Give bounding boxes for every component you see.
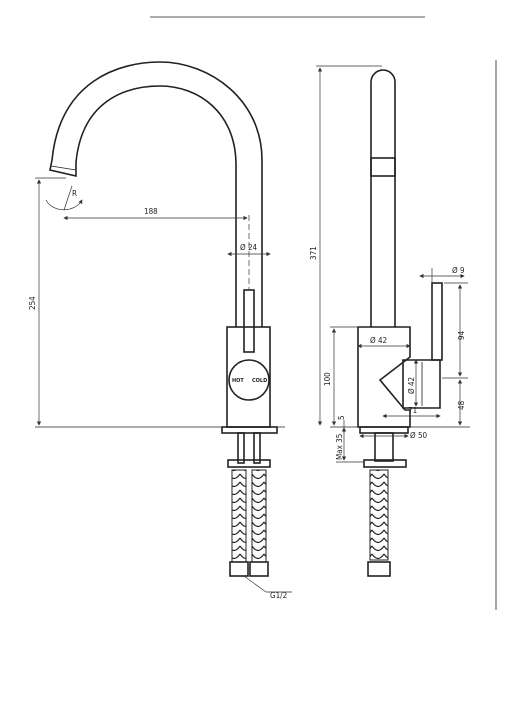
front-view: HOT COLD R 188 Ø 24 254 G1/2	[28, 61, 292, 600]
front-hose-left	[231, 469, 247, 563]
handle-base-text: 48	[457, 400, 466, 410]
side-aerator-band	[370, 157, 396, 177]
side-base-plate	[359, 426, 409, 434]
cold-label: COLD	[252, 378, 267, 384]
connection-text: G1/2	[270, 591, 287, 600]
deck-small-text: 5	[337, 415, 346, 420]
side-column	[370, 69, 396, 327]
front-body	[226, 326, 271, 428]
side-hose	[369, 469, 389, 561]
side-mount-washer	[363, 459, 407, 468]
reach-dimension-text: 188	[144, 207, 158, 216]
front-height-text: 254	[28, 296, 37, 310]
front-nozzle-band	[50, 165, 77, 171]
side-handle-cartridge	[402, 359, 441, 409]
side-mount-stud	[374, 432, 394, 462]
front-hose-right	[251, 469, 267, 563]
front-mount-stud-right	[253, 432, 261, 464]
handle-height-text: 94	[457, 330, 466, 340]
rotation-arrow	[45, 199, 83, 211]
body-diameter-side-text: Ø 42	[406, 377, 416, 394]
deck-thickness-text: Max 35	[335, 434, 344, 460]
body-height-text: 100	[323, 372, 332, 386]
side-view: 371 100 Ø 9 94 48 Ø 42 Ø 42 71 Ø 50 5	[309, 65, 470, 577]
front-cartridge-circle	[228, 359, 270, 401]
side-hose-nut	[367, 561, 391, 577]
front-mount-washer	[227, 459, 271, 468]
front-spout-inner	[75, 85, 237, 327]
front-spout-outer	[51, 61, 263, 327]
body-diameter-top-text: Ø 42	[370, 335, 387, 345]
handle-offset-text: 71	[408, 406, 417, 415]
side-height-text: 371	[309, 246, 318, 260]
side-handle-lever	[431, 282, 443, 361]
connection-leader	[243, 575, 267, 593]
front-mount-stud-left	[237, 432, 245, 464]
rotation-label: R	[72, 189, 77, 198]
handle-diameter-text: Ø 9	[452, 265, 465, 275]
rotation-leader	[63, 185, 73, 211]
front-hose-nut-left	[229, 561, 249, 577]
front-base-plate	[221, 426, 278, 434]
front-hose-nut-right	[249, 561, 269, 577]
spout-diameter-text: Ø 24	[240, 242, 258, 252]
hot-label: HOT	[232, 378, 244, 384]
front-handle-lever	[243, 289, 255, 353]
base-diameter-text: Ø 50	[410, 430, 428, 440]
front-spout-nozzle	[49, 159, 77, 178]
